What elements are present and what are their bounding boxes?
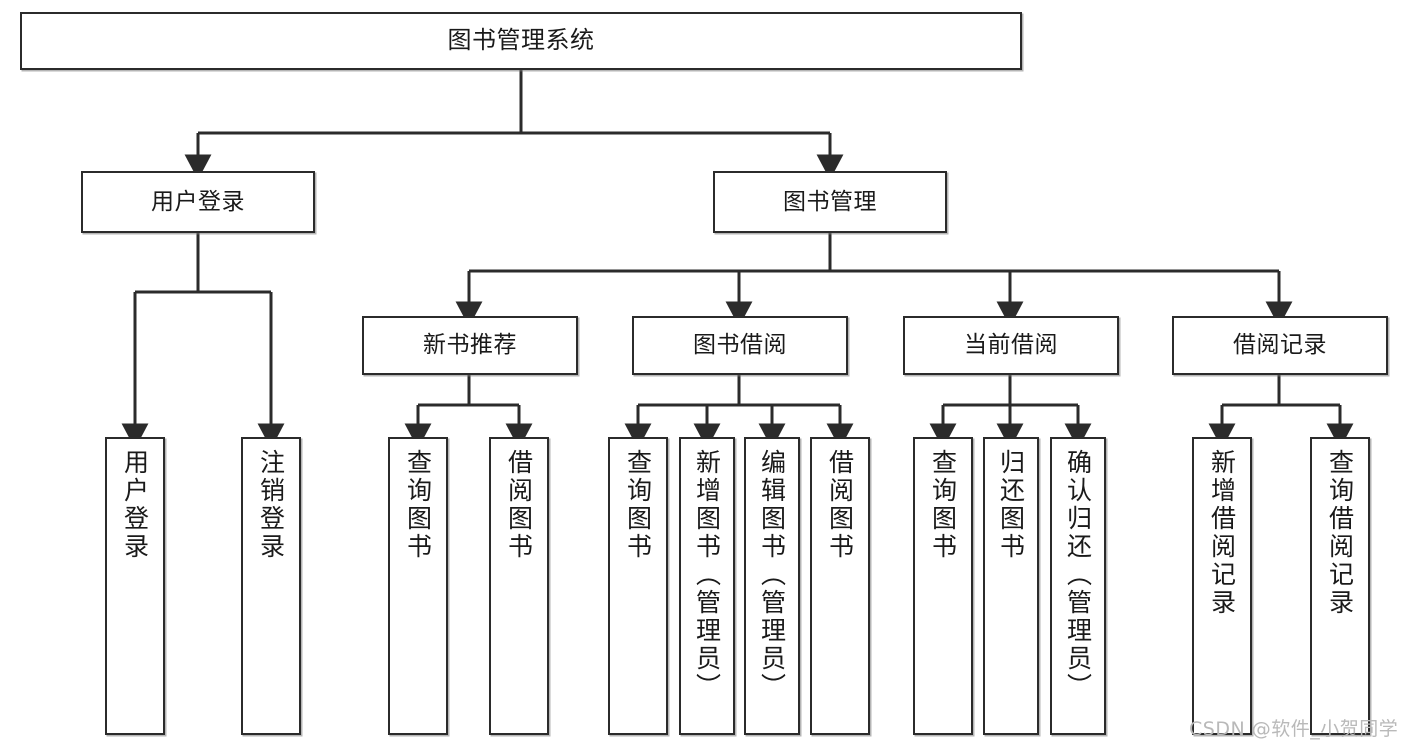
node-label: 新增借阅记录 bbox=[1207, 449, 1237, 617]
node-label: 注销登录 bbox=[256, 449, 286, 561]
leaf-query-book-borrow[interactable]: 查询图书 bbox=[608, 437, 668, 735]
leaf-add-book-admin[interactable]: 新增图书（管理员） bbox=[679, 437, 735, 735]
node-label: 查询图书 bbox=[623, 449, 653, 561]
leaf-edit-book-admin[interactable]: 编辑图书（管理员） bbox=[744, 437, 800, 735]
node-label: 新书推荐 bbox=[423, 332, 517, 359]
leaf-add-borrow-record[interactable]: 新增借阅记录 bbox=[1192, 437, 1252, 735]
leaf-query-book-recommend[interactable]: 查询图书 bbox=[388, 437, 448, 735]
leaf-query-borrow-record[interactable]: 查询借阅记录 bbox=[1310, 437, 1370, 735]
leaf-user-login[interactable]: 用户登录 bbox=[105, 437, 165, 735]
node-label: 归还图书 bbox=[996, 449, 1026, 561]
node-label: 查询图书 bbox=[403, 449, 433, 561]
leaf-return-book[interactable]: 归还图书 bbox=[983, 437, 1039, 735]
node-book-borrow[interactable]: 图书借阅 bbox=[632, 316, 848, 375]
node-root-system[interactable]: 图书管理系统 bbox=[20, 12, 1022, 70]
leaf-borrow-book-recommend[interactable]: 借阅图书 bbox=[489, 437, 549, 735]
node-new-book-recommend[interactable]: 新书推荐 bbox=[362, 316, 578, 375]
watermark: CSDN @软件_小贺同学 bbox=[1189, 718, 1399, 740]
node-label: 当前借阅 bbox=[964, 332, 1058, 359]
node-label: 图书借阅 bbox=[693, 332, 787, 359]
node-label: 确认归还（管理员） bbox=[1063, 449, 1093, 701]
leaf-borrow-book-borrow[interactable]: 借阅图书 bbox=[810, 437, 870, 735]
node-current-borrow[interactable]: 当前借阅 bbox=[903, 316, 1119, 375]
node-book-manage[interactable]: 图书管理 bbox=[713, 171, 947, 233]
node-label: 查询借阅记录 bbox=[1325, 449, 1355, 617]
node-user-login[interactable]: 用户登录 bbox=[81, 171, 315, 233]
node-label: 借阅图书 bbox=[825, 449, 855, 561]
node-label: 图书管理 bbox=[783, 188, 877, 215]
node-label: 新增图书（管理员） bbox=[692, 449, 722, 701]
node-label: 编辑图书（管理员） bbox=[757, 449, 787, 701]
node-label: 借阅记录 bbox=[1233, 332, 1327, 359]
node-label: 用户登录 bbox=[151, 188, 245, 215]
node-label: 用户登录 bbox=[120, 449, 150, 561]
node-label: 查询图书 bbox=[928, 449, 958, 561]
node-borrow-record[interactable]: 借阅记录 bbox=[1172, 316, 1388, 375]
node-label: 图书管理系统 bbox=[447, 26, 595, 55]
node-label: 借阅图书 bbox=[504, 449, 534, 561]
leaf-query-book-current[interactable]: 查询图书 bbox=[913, 437, 973, 735]
leaf-confirm-return-admin[interactable]: 确认归还（管理员） bbox=[1050, 437, 1106, 735]
leaf-logout[interactable]: 注销登录 bbox=[241, 437, 301, 735]
